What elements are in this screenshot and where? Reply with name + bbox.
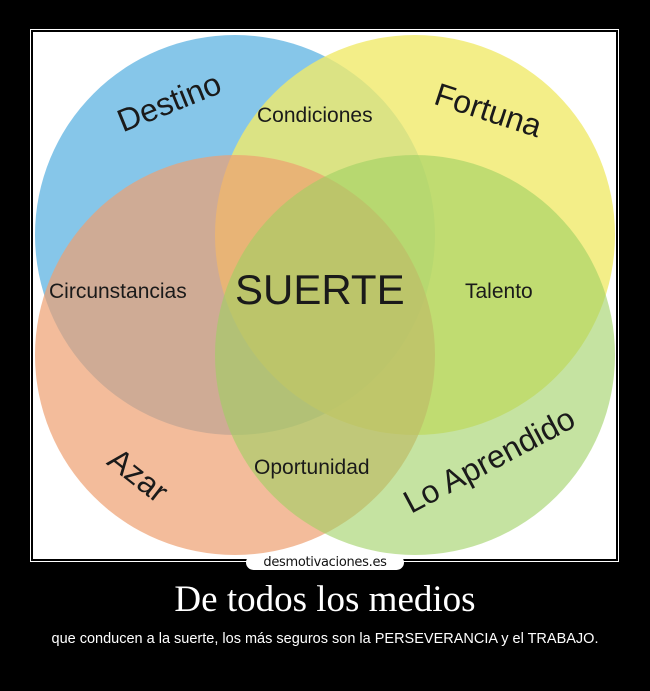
- label-circunstancias: Circunstancias: [49, 280, 187, 303]
- circle-lo-aprendido: [215, 155, 615, 555]
- watermark: desmotivaciones.es: [246, 555, 404, 570]
- label-condiciones: Condiciones: [257, 104, 373, 127]
- caption-title: De todos los medios: [174, 579, 476, 620]
- label-oportunidad: Oportunidad: [254, 456, 370, 479]
- caption-subtitle: que conducen a la suerte, los más seguro…: [51, 631, 599, 647]
- label-talento: Talento: [465, 280, 533, 303]
- venn-circles: [35, 35, 615, 555]
- venn-diagram: Destino Fortuna Azar Lo Aprendido Condic…: [33, 32, 616, 559]
- label-suerte: SUERTE: [235, 266, 405, 313]
